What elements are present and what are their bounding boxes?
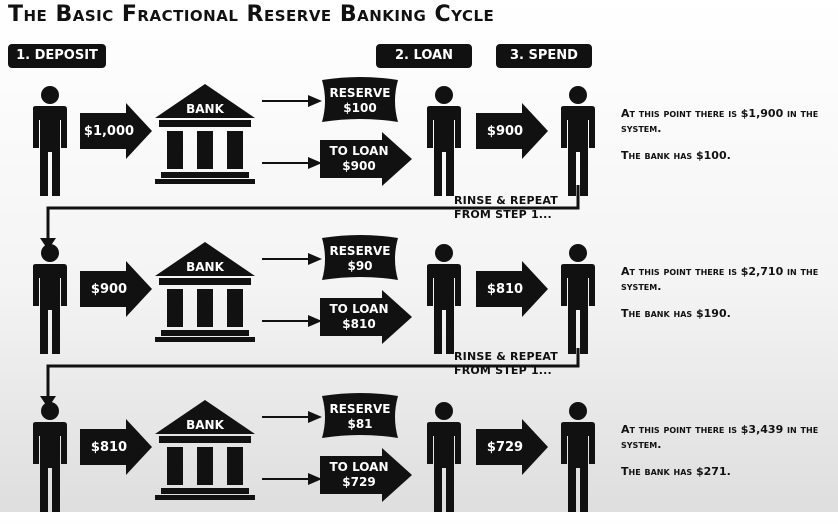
to-loan-arrow-box: TO LOAN $900 [320, 132, 412, 186]
to-loan-label: TO LOAN [329, 302, 389, 316]
borrower-person-icon [424, 244, 464, 354]
to-loan-label: TO LOAN [329, 144, 389, 158]
recipient-person-icon [558, 402, 598, 512]
to-loan-amount: $729 [342, 475, 376, 489]
to-loan-label: TO LOAN [329, 460, 389, 474]
borrower-person-icon [424, 86, 464, 196]
spend-amount: $729 [486, 439, 524, 455]
row-summary: At this point there is $2,710 in the sys… [621, 264, 833, 321]
spend-arrow: $810 [476, 261, 548, 317]
spend-amount: $810 [486, 281, 524, 297]
reserve-banner: RESERVE $100 [320, 76, 400, 126]
depositor-person-icon [30, 402, 70, 512]
bank-label: BANK [186, 260, 224, 274]
to-loan-arrow-box: TO LOAN $810 [320, 290, 412, 344]
cycle-row-3: $810 BANK RESERVE $81 TO LOAN $729 $729 … [0, 392, 838, 524]
spend-amount: $900 [486, 123, 524, 139]
bank-building-icon: BANK [155, 242, 255, 342]
reserve-banner: RESERVE $90 [320, 234, 400, 284]
reserve-label: RESERVE [329, 86, 391, 100]
deposit-arrow: $1,000 [80, 103, 152, 159]
deposit-amount: $810 [90, 439, 128, 455]
to-reserve-arrow [262, 253, 322, 265]
rinse-line: FROM STEP 1... [454, 208, 552, 221]
depositor-person-icon [30, 86, 70, 196]
to-reserve-arrow [262, 411, 322, 423]
to-loan-arrow [262, 315, 322, 327]
system-total-text: At this point there is $1,900 in the sys… [621, 107, 819, 135]
to-reserve-arrow [262, 95, 322, 107]
deposit-amount: $900 [90, 281, 128, 297]
bank-building-icon: BANK [155, 400, 255, 500]
rinse-repeat-note-2: RINSE & REPEAT FROM STEP 1... [454, 350, 574, 378]
system-total-text: At this point there is $2,710 in the sys… [621, 265, 819, 293]
system-total-text: At this point there is $3,439 in the sys… [621, 423, 819, 451]
cycle-row-1: $1,000 BANK RESERVE $100 TO LOAN $900 $9… [0, 76, 838, 208]
bank-label: BANK [186, 418, 224, 432]
rinse-repeat-note-1: RINSE & REPEAT FROM STEP 1... [454, 194, 574, 222]
deposit-arrow: $810 [80, 419, 152, 475]
spend-arrow: $729 [476, 419, 548, 475]
rinse-line: FROM STEP 1... [454, 364, 552, 377]
rinse-line: RINSE & REPEAT [454, 194, 558, 207]
step-label-loan: 2. LOAN [376, 44, 472, 68]
borrower-person-icon [424, 402, 464, 512]
to-loan-arrow-box: TO LOAN $729 [320, 448, 412, 502]
bank-label: BANK [186, 102, 224, 116]
bank-holdings-text: The bank has $190. [621, 307, 731, 320]
deposit-amount: $1,000 [83, 123, 135, 139]
row-summary: At this point there is $1,900 in the sys… [621, 106, 833, 163]
to-loan-arrow [262, 157, 322, 169]
reserve-amount: $81 [347, 417, 373, 431]
to-loan-amount: $900 [342, 159, 376, 173]
page-title: The Basic Fractional Reserve Banking Cyc… [8, 2, 495, 27]
reserve-banner: RESERVE $81 [320, 392, 400, 442]
depositor-person-icon [30, 244, 70, 354]
recipient-person-icon [558, 244, 598, 354]
bank-holdings-text: The bank has $100. [621, 149, 731, 162]
bank-building-icon: BANK [155, 84, 255, 184]
to-loan-arrow [262, 473, 322, 485]
step-label-spend: 3. SPEND [496, 44, 592, 68]
reserve-label: RESERVE [329, 244, 391, 258]
step-label-deposit: 1. DEPOSIT [8, 44, 106, 68]
cycle-row-2: $900 BANK RESERVE $90 TO LOAN $810 $810 … [0, 234, 838, 366]
row-summary: At this point there is $3,439 in the sys… [621, 422, 833, 479]
spend-arrow: $900 [476, 103, 548, 159]
reserve-amount: $90 [347, 259, 373, 273]
rinse-line: RINSE & REPEAT [454, 350, 558, 363]
to-loan-amount: $810 [342, 317, 376, 331]
reserve-amount: $100 [343, 101, 377, 115]
deposit-arrow: $900 [80, 261, 152, 317]
bank-holdings-text: The bank has $271. [621, 465, 731, 478]
reserve-label: RESERVE [329, 402, 391, 416]
recipient-person-icon [558, 86, 598, 196]
